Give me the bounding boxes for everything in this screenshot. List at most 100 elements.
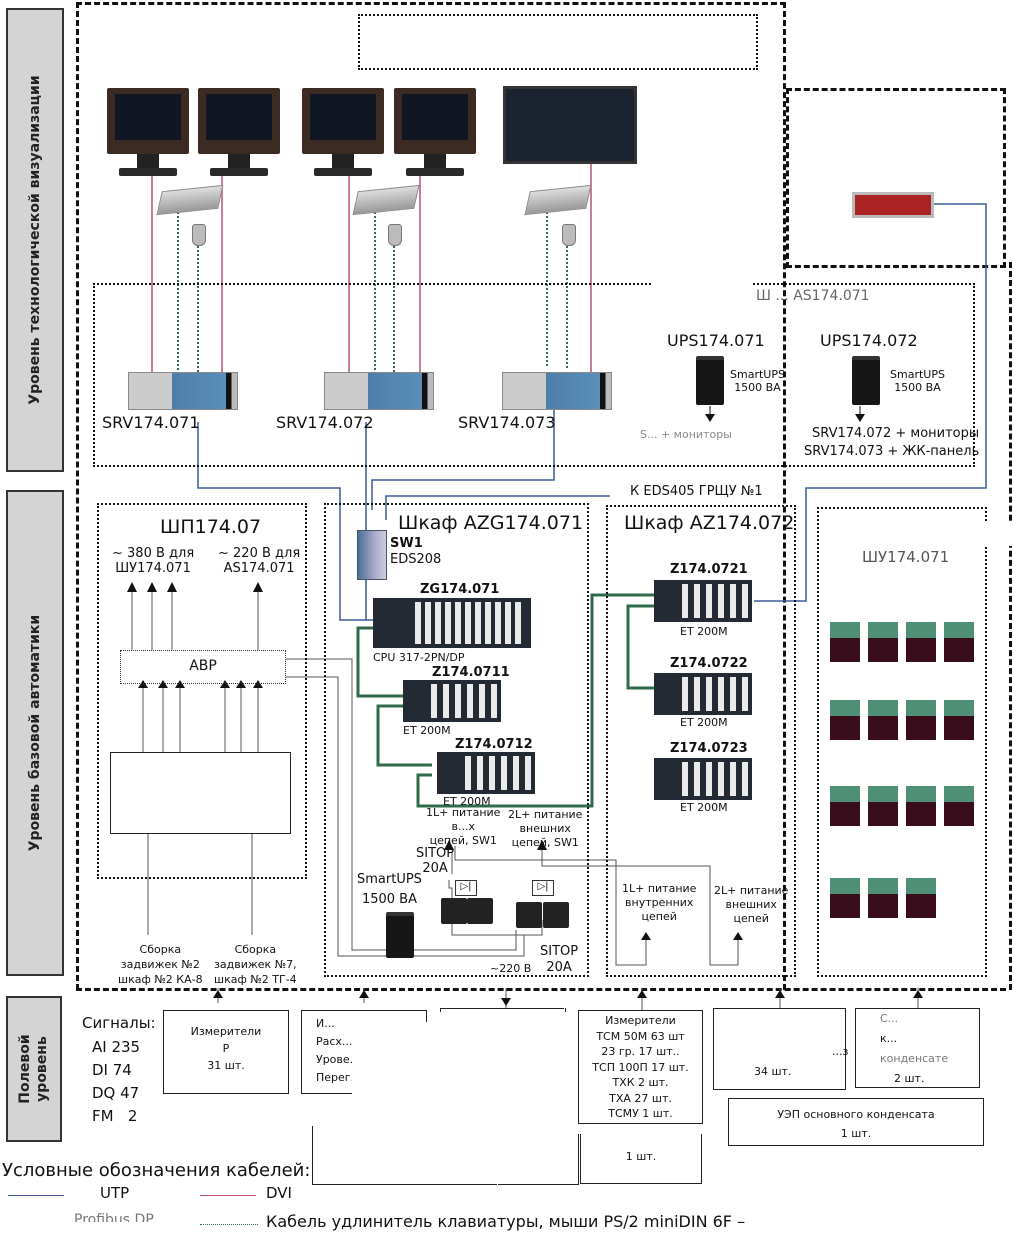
ups-model-text: SmartUPS <box>730 368 785 381</box>
power-line: 2L+ питание <box>714 884 789 897</box>
ups-name: UPS174.071 <box>667 331 765 350</box>
switch-name: SW1 <box>390 536 423 551</box>
io-rack <box>654 758 752 800</box>
power-line: цепей <box>733 912 769 925</box>
rack-name: Z174.0721 <box>670 562 748 577</box>
operator-station-title-box <box>358 14 758 70</box>
mouse-icon <box>192 224 206 246</box>
ups-rating-text: 1500 ВА <box>894 381 941 394</box>
signal-count: DI 74 <box>92 1061 132 1079</box>
field-line: ...з <box>832 1045 849 1058</box>
legend-label-dvi: DVI <box>266 1184 292 1202</box>
ups-cabinet-title: Ш ... AS174.071 <box>756 288 870 304</box>
shp-title: ШП174.07 <box>160 516 262 538</box>
power-lines <box>131 590 919 1010</box>
power-line: 1L+ питание <box>622 882 697 895</box>
rack-model: ET 200M <box>680 625 728 638</box>
power-line: цепей, SW1 <box>429 834 497 847</box>
sitop-line: 20A <box>422 861 448 876</box>
mouse-icon <box>388 224 402 246</box>
rack-model: ET 200M <box>403 724 451 737</box>
shu-cabinet <box>817 507 987 977</box>
cpu-name: ZG174.071 <box>420 582 500 597</box>
field-device-box <box>440 1008 566 1012</box>
signal-count: AI 235 <box>92 1038 141 1056</box>
power-line: в...х <box>451 820 475 833</box>
field-line: Измерители <box>190 1025 262 1038</box>
field-line: Измерители <box>605 1014 676 1027</box>
led-display <box>852 192 934 218</box>
shu-subtitle: ШУ174.071 <box>862 548 950 566</box>
shp-out1-line1: ~ 380 В для <box>112 546 195 561</box>
field-line: 2 шт. <box>894 1072 925 1085</box>
operator-monitor <box>394 88 476 176</box>
field-line: Перег... <box>316 1071 362 1084</box>
shp-out2-line1: ~ 220 В для <box>218 546 301 561</box>
field-divider <box>76 988 1006 991</box>
src2-line: Сборка <box>234 943 277 956</box>
signals-title: Сигналы: <box>82 1014 156 1032</box>
shp-out1-line2: ШУ174.071 <box>115 561 191 576</box>
relay-module-icon <box>830 878 860 918</box>
cpu-rack <box>373 598 531 648</box>
rack-name: Z174.0711 <box>432 665 510 680</box>
src1-line: задвижек №2 <box>120 958 200 971</box>
relay-module-icon <box>906 786 936 826</box>
utp-cable <box>385 495 610 520</box>
level-field-tab: Полевой уровень <box>6 996 62 1142</box>
power-line: цепей, SW1 <box>511 836 579 849</box>
sitop-line: SITOP <box>416 846 455 861</box>
server-label: SRV174.073 <box>458 413 556 432</box>
src1-label: Сборка задвижек №2 шкаф №2 КА-8 <box>118 942 203 987</box>
control-room-frame <box>786 88 1006 268</box>
relay-grid <box>830 622 980 932</box>
src1-line: шкаф №2 КА-8 <box>118 973 203 986</box>
field-device-box <box>498 1134 579 1185</box>
masked-area <box>835 522 1013 546</box>
network-switch-icon <box>357 530 387 580</box>
automation-frame <box>76 2 786 990</box>
server-cabinet <box>93 283 975 467</box>
field-line: ТХК 2 шт. <box>612 1076 669 1089</box>
ups-model-text: SmartUPS <box>357 872 422 887</box>
operator-monitor <box>302 88 384 176</box>
sitop-line: 20A <box>546 960 572 975</box>
cpu-model: CPU 317-2PN/DP <box>373 651 465 664</box>
src2-line: задвижек №7, <box>214 958 297 971</box>
server-label: SRV174.071 <box>102 413 200 432</box>
relay-module-icon <box>830 700 860 740</box>
sitop-module <box>467 898 493 924</box>
switchgear-block <box>110 752 291 834</box>
relay-module-icon <box>868 878 898 918</box>
relay-module-icon <box>868 622 898 662</box>
relay-module-icon <box>830 622 860 662</box>
profibus-cable <box>356 626 404 698</box>
power-line: внешних <box>725 898 777 911</box>
src1-line: Сборка <box>139 943 182 956</box>
legend-swatch-utp <box>8 1195 64 1196</box>
relay-module-icon <box>906 878 936 918</box>
utp-cable <box>754 203 987 602</box>
lcd-panel <box>503 86 637 164</box>
diode-icon: ▷| <box>455 880 477 896</box>
level-visualization-tab: Уровень технологической визуализации <box>6 8 64 472</box>
operator-monitor <box>198 88 280 176</box>
legend-swatch-dvi <box>200 1195 256 1196</box>
server-icon <box>324 372 434 410</box>
field-line: ТСМ 50М 63 шт <box>596 1029 685 1043</box>
ups-rating-text: 1500 ВА <box>361 892 417 907</box>
dvi-cables <box>151 160 592 372</box>
ups-icon <box>386 912 414 958</box>
legend-label-utp: UTP <box>100 1184 130 1202</box>
